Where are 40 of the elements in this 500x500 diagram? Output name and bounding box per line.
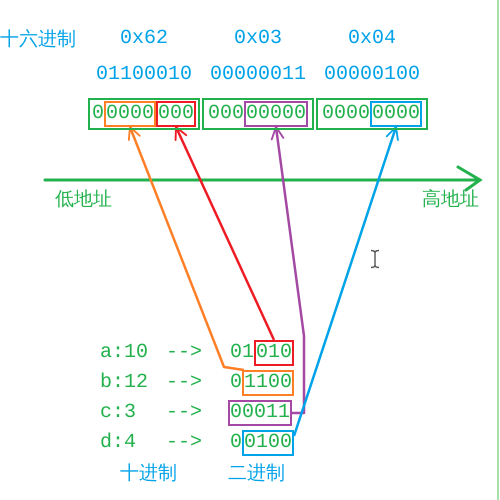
bit-field-box: 0100: [242, 430, 294, 456]
bit-field-box: 010: [254, 340, 294, 366]
arrow: [128, 126, 244, 372]
arrow-text: -->: [166, 432, 202, 454]
binary-digits: 0: [230, 432, 242, 454]
binary-value: 00000100: [324, 64, 420, 86]
binary-digits: 0: [92, 103, 104, 125]
hex-value: 0x03: [234, 28, 282, 50]
bit-field-box: 1100: [242, 370, 294, 396]
variable-value: b:12: [100, 372, 148, 394]
memory-byte-box: [88, 98, 200, 130]
binary-digits: 0000: [322, 103, 370, 125]
binary-value: 00000011: [210, 64, 306, 86]
binary-digits: 000: [208, 103, 244, 125]
hex-value: 0x62: [120, 28, 168, 50]
hex-value: 0x04: [348, 28, 396, 50]
arrow-text: -->: [166, 372, 202, 394]
arrow: [270, 126, 306, 414]
column-label: 二进制: [228, 462, 285, 484]
bit-field-box: 0000: [370, 101, 422, 127]
number-base-label: 十六进制: [0, 28, 76, 50]
bit-field-box: 00000: [244, 101, 308, 127]
arrow: [174, 126, 276, 341]
binary-digits: 01: [230, 342, 254, 364]
arrow: [292, 126, 399, 436]
arrow-text: -->: [166, 342, 202, 364]
memory-byte-box: [202, 98, 314, 130]
bit-field-box: 0000: [104, 101, 156, 127]
memory-byte-box: [316, 98, 428, 130]
address-label: 高地址: [422, 188, 479, 210]
bit-field-box: 00011: [228, 400, 292, 426]
arrow-text: -->: [166, 402, 202, 424]
binary-digits: 0: [230, 372, 242, 394]
binary-value: 01100010: [96, 64, 192, 86]
variable-value: d:4: [100, 432, 136, 454]
column-label: 十进制: [120, 462, 177, 484]
variable-value: a:10: [100, 342, 148, 364]
address-label: 低地址: [55, 188, 112, 210]
bit-field-box: 000: [156, 101, 196, 127]
variable-value: c:3: [100, 402, 136, 424]
